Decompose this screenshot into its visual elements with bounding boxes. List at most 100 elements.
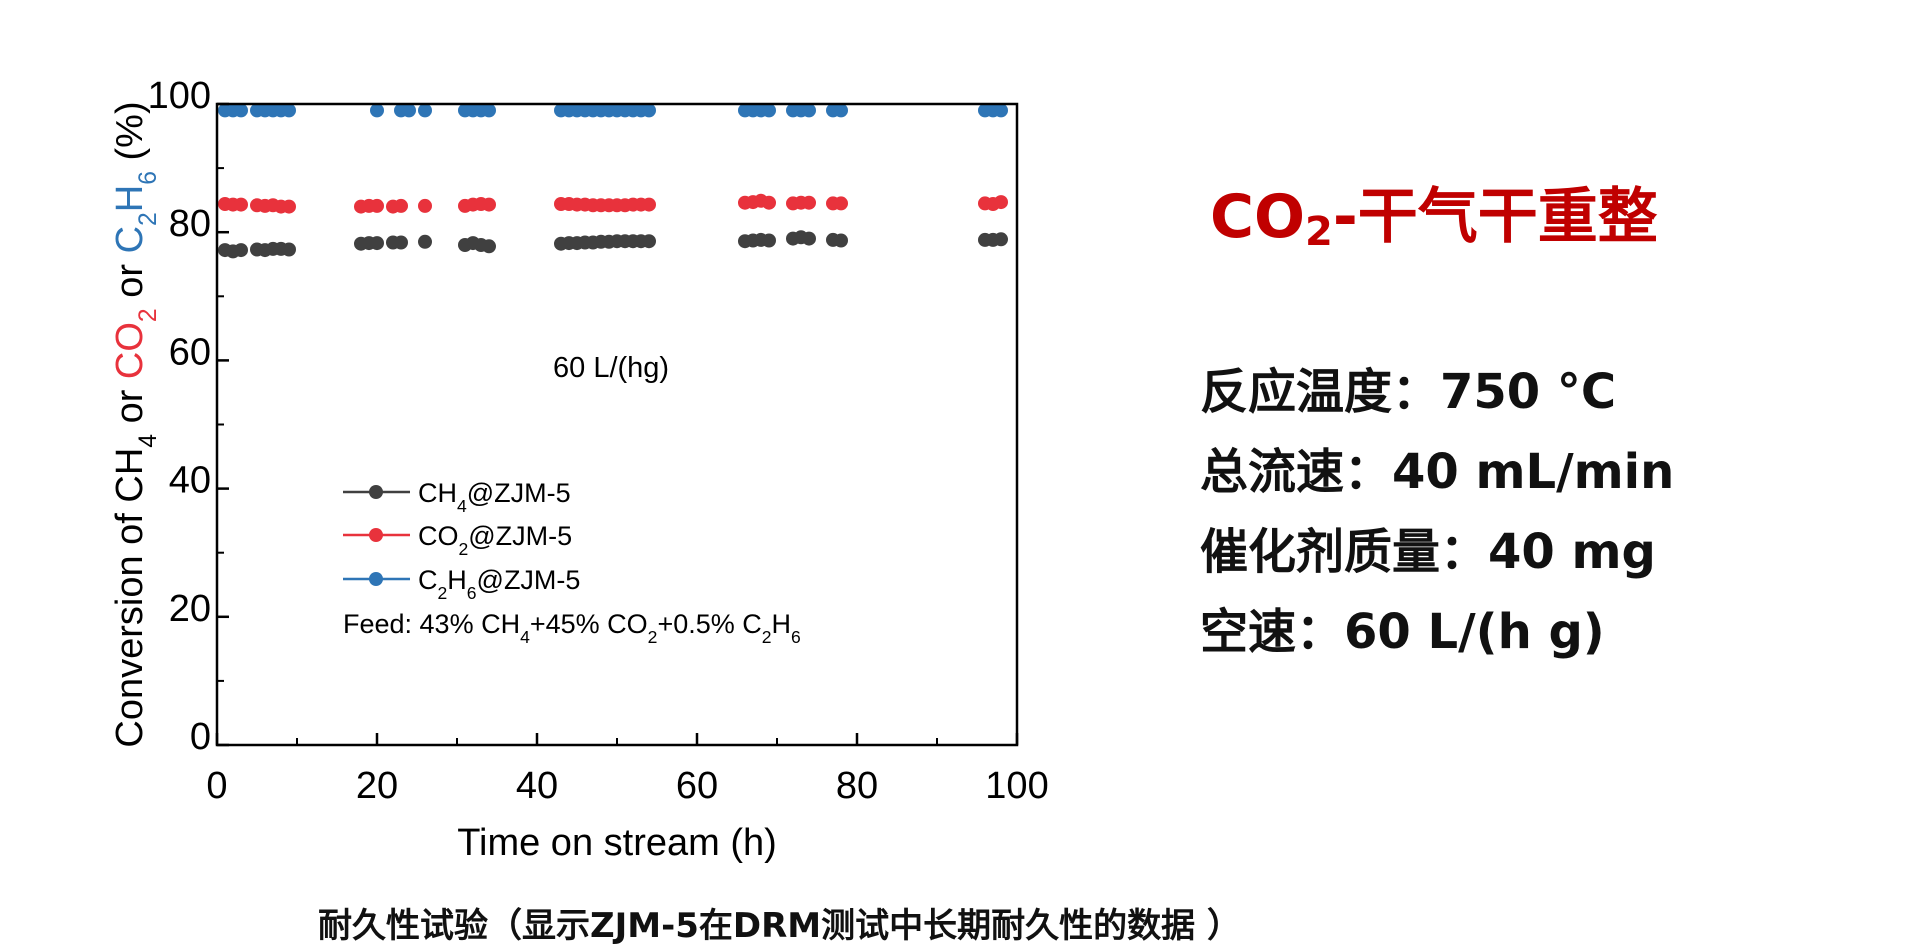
y-tick-label: 40: [169, 460, 211, 502]
data-point: [418, 198, 432, 213]
feed-note-part: +45% CO: [530, 609, 648, 639]
legend-label-part: CH: [418, 478, 457, 508]
y-tick-label: 60: [169, 331, 211, 373]
legend-label-part: @ZJM-5: [477, 565, 581, 595]
data-point: [802, 103, 816, 118]
data-point: [482, 197, 496, 212]
legend-label-part: C: [418, 565, 438, 595]
y-axis-title-part: Conversion of CH: [109, 448, 151, 748]
data-point: [282, 103, 296, 118]
legend-label: CO2@ZJM-5: [418, 521, 572, 559]
feed-note-part: +0.5% C: [657, 609, 761, 639]
data-point: [482, 103, 496, 118]
x-tick-label: 60: [676, 765, 718, 807]
feed-note: Feed: 43% CH4+45% CO2+0.5% C2H6: [343, 609, 801, 647]
data-point: [370, 236, 384, 251]
legend-label-part: @ZJM-5: [467, 478, 571, 508]
feed-note-part: 4: [520, 627, 530, 647]
y-tick-label: 20: [169, 588, 211, 630]
data-point: [642, 103, 656, 118]
condition-catalyst-mass: 催化剂质量：40 mg: [1200, 524, 1656, 580]
data-point: [282, 242, 296, 257]
y-axis-title-part: H: [109, 185, 151, 212]
feed-note-part: H: [772, 609, 792, 639]
data-point: [394, 235, 408, 250]
y-axis-title: Conversion of CH4 or CO2 or C2H6 (%): [109, 101, 162, 747]
series-0: [218, 230, 1008, 259]
x-axis-title: Time on stream (h): [457, 822, 777, 864]
data-point: [834, 196, 848, 211]
y-axis-title-part: 6: [135, 171, 162, 185]
y-axis-title-part: or: [109, 253, 151, 308]
data-point: [642, 197, 656, 212]
x-tick-label: 40: [516, 765, 558, 807]
feed-note-part: Feed: 43% CH: [343, 609, 520, 639]
y-tick-label: 80: [169, 203, 211, 245]
data-point: [994, 195, 1008, 210]
legend-label-part: 2: [459, 539, 469, 559]
feed-note-part: 2: [648, 627, 658, 647]
y-axis-title-part: 2: [135, 308, 162, 322]
y-axis-title-part: 4: [135, 434, 162, 448]
data-point: [802, 195, 816, 210]
data-point: [418, 234, 432, 249]
legend-marker: [369, 572, 383, 586]
legend-label-part: 2: [438, 583, 448, 603]
panel-title-rest: -干气干重整: [1332, 182, 1658, 252]
y-axis-title-part: C: [109, 226, 151, 253]
data-point: [234, 243, 248, 258]
data-point: [418, 103, 432, 118]
legend-label-part: H: [447, 565, 467, 595]
data-point: [482, 239, 496, 254]
y-axis-title-part: (%): [109, 101, 151, 171]
legend-label: CH4@ZJM-5: [418, 478, 571, 516]
data-point: [762, 233, 776, 248]
data-point: [642, 234, 656, 249]
legend-label-part: 4: [457, 496, 467, 516]
y-axis-title-part: or: [109, 379, 151, 434]
series-1: [218, 193, 1008, 214]
legend-label-part: @ZJM-5: [468, 521, 572, 551]
condition-temperature: 反应温度：750 °C: [1200, 364, 1617, 420]
x-tick-label: 100: [985, 765, 1048, 807]
y-tick-label: 0: [190, 716, 211, 758]
x-tick-label: 80: [836, 765, 878, 807]
legend-marker: [369, 528, 383, 542]
data-point: [762, 195, 776, 210]
data-point: [370, 198, 384, 213]
legend-marker: [369, 485, 383, 499]
data-point: [234, 103, 248, 118]
y-axis-title-part: CO: [109, 322, 151, 379]
panel-title-main: CO: [1210, 182, 1306, 252]
chart-annotation: 60 L/(hg): [553, 352, 669, 384]
chart-marks: [218, 103, 1008, 259]
legend-label-part: CO: [418, 521, 459, 551]
data-point: [834, 233, 848, 248]
y-axis-title-part: 2: [135, 212, 162, 226]
legend-label-part: 6: [467, 583, 477, 603]
condition-flow-rate: 总流速：40 mL/min: [1200, 444, 1675, 500]
data-point: [802, 231, 816, 246]
series-2: [218, 103, 1008, 118]
x-tick-label: 20: [356, 765, 398, 807]
data-point: [370, 103, 384, 118]
x-tick-label: 0: [206, 765, 227, 807]
data-point: [762, 103, 776, 118]
data-point: [994, 232, 1008, 247]
data-point: [994, 103, 1008, 118]
data-point: [402, 103, 416, 118]
condition-space-velocity: 空速：60 L/(h g): [1200, 604, 1605, 660]
panel-title-subscript: 2: [1305, 209, 1333, 255]
data-point: [834, 103, 848, 118]
data-point: [394, 198, 408, 213]
feed-note-part: 2: [762, 627, 772, 647]
data-point: [234, 197, 248, 212]
feed-note-part: 6: [791, 627, 801, 647]
panel-title: CO2-干气干重整: [1210, 168, 1658, 255]
legend-label: C2H6@ZJM-5: [418, 565, 580, 603]
data-point: [282, 199, 296, 214]
y-tick-label: 100: [148, 75, 211, 117]
